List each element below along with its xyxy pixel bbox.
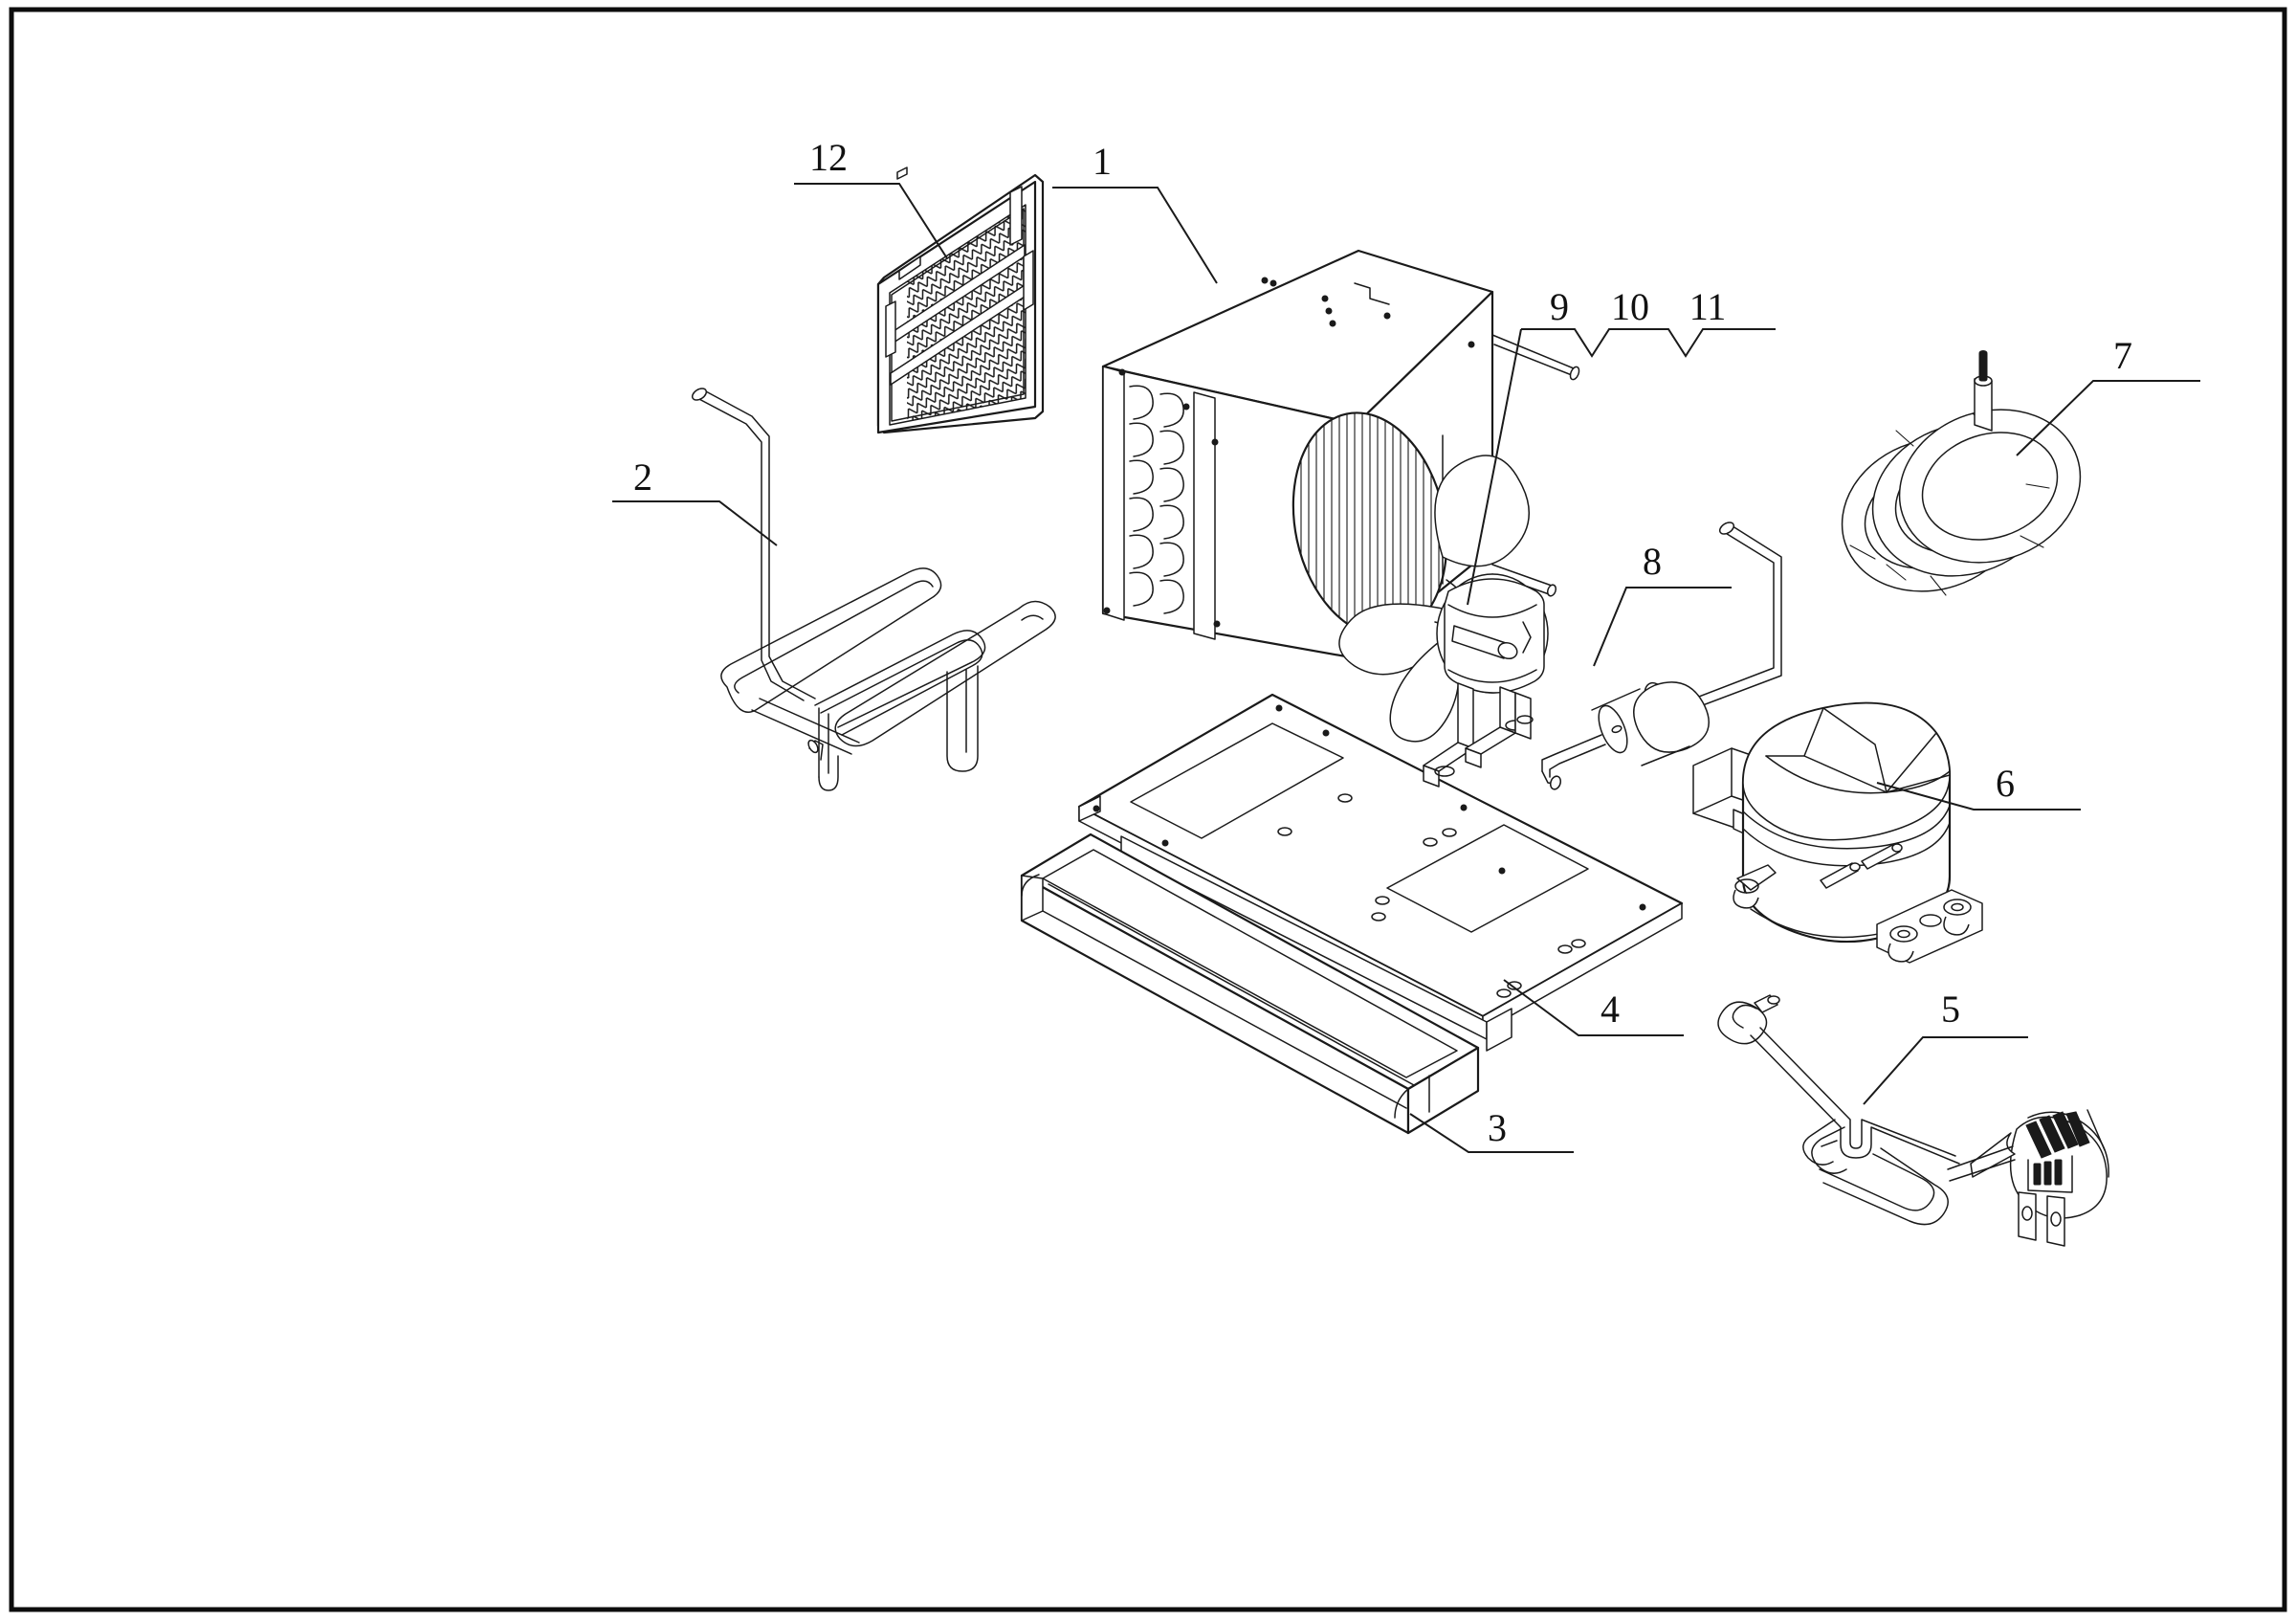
part-fan-assembly	[1338, 455, 1549, 788]
callout-12: 12	[794, 136, 948, 259]
callout-group-9-10-11: 9 10 11	[1467, 285, 1776, 606]
callout-4-label: 4	[1601, 988, 1620, 1031]
plug-grip-ribs	[2025, 1111, 2090, 1159]
callout-1-label: 1	[1093, 140, 1112, 183]
callout-12-label: 12	[809, 136, 848, 179]
callout-7-label: 7	[2113, 334, 2132, 377]
part-compressor	[1692, 701, 1983, 964]
callout-4: 4	[1503, 979, 1684, 1036]
callout-5: 5	[1863, 988, 2028, 1105]
part-evaporator-tube-assembly	[691, 388, 1056, 791]
callout-2-label: 2	[633, 455, 652, 499]
condenser-connection-tubes	[1491, 334, 1580, 597]
callout-3: 3	[1409, 1106, 1574, 1153]
part-drain-pan-tray	[1020, 833, 1480, 1135]
callout-3-label: 3	[1488, 1106, 1507, 1149]
part-fan-motor	[1436, 573, 1549, 694]
callout-1: 1	[1052, 140, 1218, 284]
part-fan-blade	[1338, 455, 1530, 743]
callout-10-label: 10	[1611, 285, 1649, 328]
condenser-return-bends	[1129, 385, 1184, 614]
callout-8: 8	[1593, 540, 1732, 667]
part-coiled-tubing	[1841, 350, 2082, 596]
part-power-cord-with-plug	[1717, 994, 2109, 1247]
drawing-border	[9, 7, 2287, 1612]
condenser-fasteners	[1103, 277, 1477, 628]
part-air-filter-grille	[876, 167, 1045, 434]
callout-2: 2	[612, 455, 778, 546]
callout-6-label: 6	[1996, 762, 2015, 805]
callout-8-label: 8	[1643, 540, 1662, 583]
callout-11-label: 11	[1689, 285, 1727, 328]
part-fan-motor-bracket	[1423, 682, 1534, 788]
part-base-plate-chassis	[1077, 693, 1684, 1052]
base-plate-holes	[1093, 704, 1646, 998]
power-plug	[1947, 1109, 2109, 1247]
callout-7: 7	[2016, 334, 2200, 456]
plug-contact-slots	[2033, 1159, 2063, 1186]
part-filter-dryer	[1541, 522, 1782, 790]
callout-5-label: 5	[1941, 988, 1960, 1031]
callout-6: 6	[1876, 762, 2081, 810]
callout-9-label: 9	[1550, 285, 1569, 328]
